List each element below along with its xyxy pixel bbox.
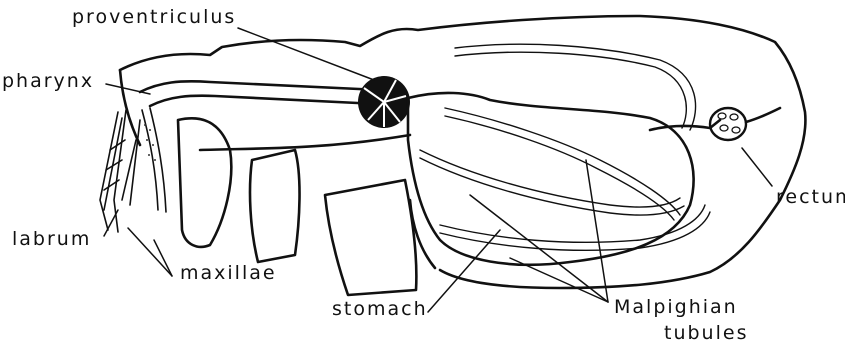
leader-maxillae-1 [128,228,172,276]
labrum-structure [100,110,126,232]
thoracic-plate-1 [178,118,231,247]
stomach-organ [408,93,694,265]
pharynx-tube-lower [150,96,378,106]
label-rectum: rectum [776,186,845,208]
label-proventriculus: proventriculus [72,6,236,28]
leader-malpighian-2 [586,160,608,302]
pharynx-tube-upper [140,81,380,92]
rectal-pads [718,113,740,133]
label-stomach: stomach [332,298,428,320]
leader-maxillae-2 [154,240,172,276]
thoracic-plate-2 [250,150,300,262]
thorax-line [200,135,410,150]
label-malpighian: Malpighian [614,296,738,318]
label-tubules: tubules [664,322,748,344]
leader-rectum [742,148,772,186]
label-pharynx: pharynx [2,70,94,92]
maxillae-structure [122,108,166,212]
thoracic-plate-3 [325,180,416,295]
body-outline [120,16,805,288]
leader-stomach [428,230,500,312]
leader-proventriculus [238,28,374,80]
rectum-exit [746,108,780,122]
label-labrum: labrum [12,228,91,250]
leader-malpighian-1 [470,195,608,302]
label-maxillae: maxillae [180,262,277,284]
malpighian-tubules [420,44,710,250]
